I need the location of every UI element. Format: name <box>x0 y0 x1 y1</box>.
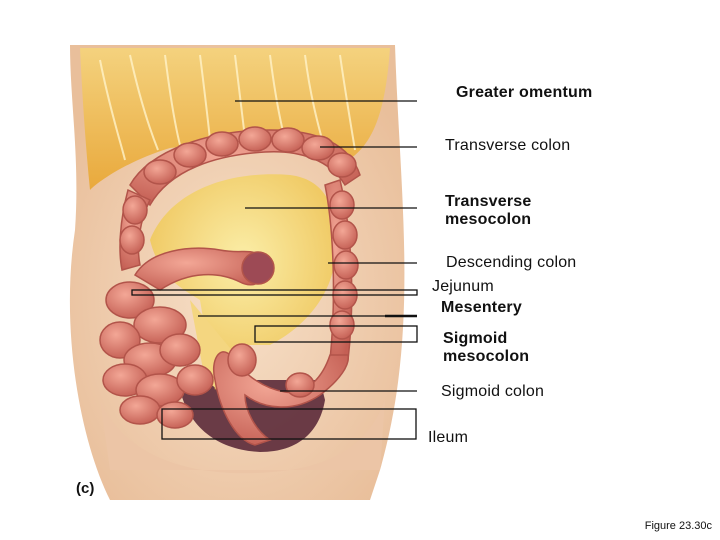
large-intestine <box>119 126 361 361</box>
figure-credit: Figure 23.30c <box>644 520 712 532</box>
label-sigmoid-mesocolon: Sigmoid mesocolon <box>443 330 530 365</box>
leader-lines <box>131 100 418 440</box>
label-transverse-colon: Transverse colon <box>445 137 571 154</box>
small-intestine-coils <box>99 281 214 429</box>
label-descending-colon: Descending colon <box>446 254 577 271</box>
label-mesentery: Mesentery <box>441 299 522 316</box>
label-sigmoid-colon: Sigmoid colon <box>441 383 545 400</box>
label-transverse-mesocolon: Transverse mesocolon <box>445 193 532 228</box>
jejunum <box>133 247 275 291</box>
label-ileum: Ileum <box>428 429 469 446</box>
label-greater-omentum: Greater omentum <box>456 84 593 101</box>
label-jejunum: Jejunum <box>432 278 494 295</box>
panel-letter: (c) <box>76 480 95 497</box>
